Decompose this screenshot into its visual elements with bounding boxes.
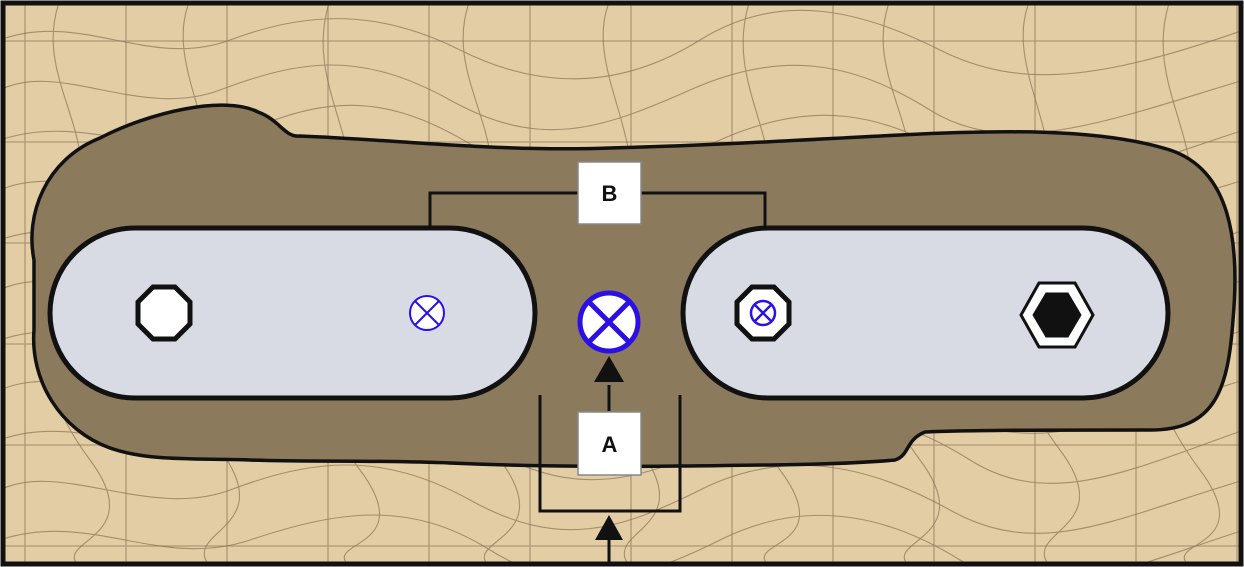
left-pad [47, 225, 538, 401]
right-pad [680, 225, 1171, 401]
up-arrow-icon [594, 356, 624, 382]
octagon-crossed-circle-icon[interactable] [734, 284, 792, 342]
large-crossed-circle-icon[interactable] [577, 290, 641, 354]
box-b[interactable]: B [577, 161, 642, 225]
box-a-label: A [602, 432, 618, 457]
black-hexagon-icon[interactable] [1019, 281, 1095, 349]
small-crossed-circle-icon[interactable] [409, 295, 445, 331]
connector-a-loop [538, 395, 682, 513]
box-b-label: B [602, 181, 618, 206]
octagon-icon[interactable] [135, 284, 193, 342]
entry-arrow-icon [595, 515, 623, 540]
box-a[interactable]: A [577, 411, 642, 476]
